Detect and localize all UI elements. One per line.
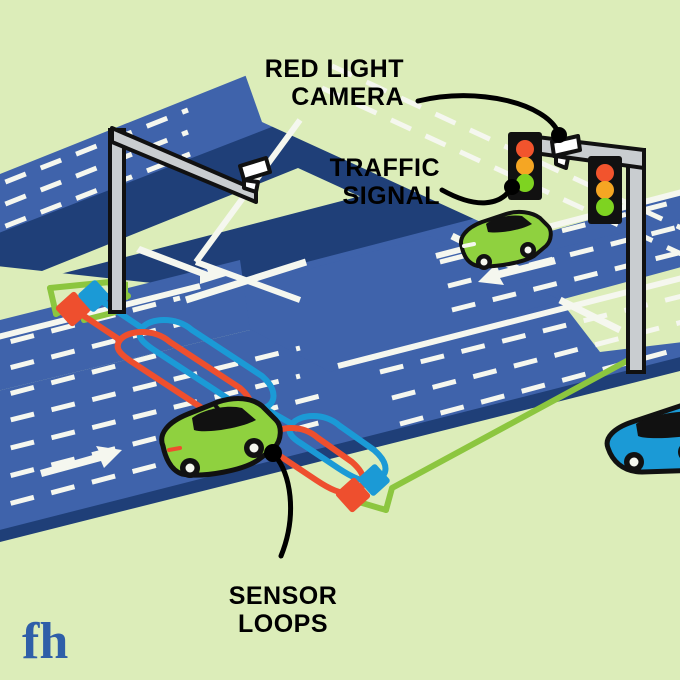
car-right-blue bbox=[604, 403, 680, 475]
camera-left-mast bbox=[108, 126, 272, 314]
road-northeast bbox=[0, 54, 680, 291]
junction-box-outbound-right bbox=[358, 464, 390, 496]
intersection-box bbox=[196, 236, 560, 372]
junction-box-outbound-left bbox=[78, 280, 110, 312]
junction-box-inbound-right bbox=[335, 477, 371, 513]
car-center-taillight bbox=[167, 446, 182, 452]
stopbar-east bbox=[558, 296, 622, 334]
direction-arrows bbox=[40, 246, 556, 477]
leader-dot-camera bbox=[551, 127, 567, 143]
road-patch-west bbox=[0, 260, 250, 391]
junction-boxes bbox=[55, 280, 390, 513]
mast-left-arm bbox=[110, 126, 258, 204]
label-traffic-signal: TRAFFIC SIGNAL bbox=[330, 154, 440, 210]
label-sensor-loops-line2: LOOPS bbox=[238, 610, 328, 638]
stopbar-west bbox=[184, 258, 308, 304]
car-upper-green bbox=[459, 209, 553, 270]
leader-sensor-loops bbox=[264, 444, 293, 559]
car-upper-hubcap-front bbox=[480, 258, 488, 266]
label-red-light-camera-line1: RED LIGHT bbox=[265, 55, 404, 83]
conduit-left-side bbox=[47, 285, 59, 317]
camera-left-mount bbox=[242, 178, 260, 194]
car-upper-windows bbox=[486, 215, 532, 233]
car-center-pillar bbox=[212, 402, 230, 422]
junction-box-inbound-left bbox=[55, 291, 91, 327]
signal-lamp-red-left bbox=[516, 140, 534, 158]
leader-dot-loops bbox=[264, 444, 282, 462]
signal-lamp-red-right bbox=[596, 164, 614, 182]
signal-lamp-green-left bbox=[516, 174, 534, 192]
leader-red-light-camera bbox=[415, 93, 567, 143]
green-parcel-north bbox=[240, 0, 680, 240]
label-sensor-loops: SENSOR LOOPS bbox=[229, 582, 338, 638]
car-center-hubcap-rear bbox=[185, 463, 195, 473]
arrow-main-lower-left bbox=[40, 446, 122, 477]
car-center-windows bbox=[192, 406, 256, 432]
logo-fh: fh bbox=[22, 613, 68, 670]
label-traffic-signal-line1: TRAFFIC bbox=[330, 154, 440, 182]
signal-lamp-amber-right bbox=[596, 181, 614, 199]
label-traffic-signal-line2: SIGNAL bbox=[343, 182, 440, 210]
leader-line-loops bbox=[272, 453, 293, 559]
leader-traffic-signal bbox=[439, 179, 520, 206]
camera-left-body bbox=[238, 156, 272, 182]
car-center-hubcap-front bbox=[249, 443, 259, 453]
arrow-ne-road bbox=[136, 246, 226, 284]
signal-lamp-amber-left bbox=[516, 157, 534, 175]
label-red-light-camera-line2: CAMERA bbox=[291, 83, 404, 111]
signal-lamp-green-right bbox=[596, 198, 614, 216]
car-upper-hubcap-rear bbox=[524, 246, 532, 254]
label-sensor-loops-line1: SENSOR bbox=[229, 582, 338, 610]
car-center-green bbox=[159, 396, 283, 478]
label-red-light-camera: RED LIGHT CAMERA bbox=[265, 55, 404, 111]
green-parcel-south bbox=[0, 371, 680, 680]
leader-dot-signal bbox=[504, 179, 520, 195]
car-right-hubcap-rear bbox=[629, 457, 639, 467]
leader-line-camera bbox=[415, 93, 561, 135]
arrow-main-upper-right bbox=[478, 257, 556, 285]
traffic-signal-head-right bbox=[588, 156, 622, 224]
camera-right-mount bbox=[554, 154, 570, 170]
car-upper-headlight bbox=[462, 242, 476, 248]
road-ne-shadow bbox=[0, 112, 680, 343]
camera-left-icon bbox=[238, 156, 272, 194]
car-right-windows bbox=[636, 411, 680, 439]
conduit-right-run bbox=[383, 353, 639, 513]
leader-line-signal bbox=[439, 187, 513, 206]
